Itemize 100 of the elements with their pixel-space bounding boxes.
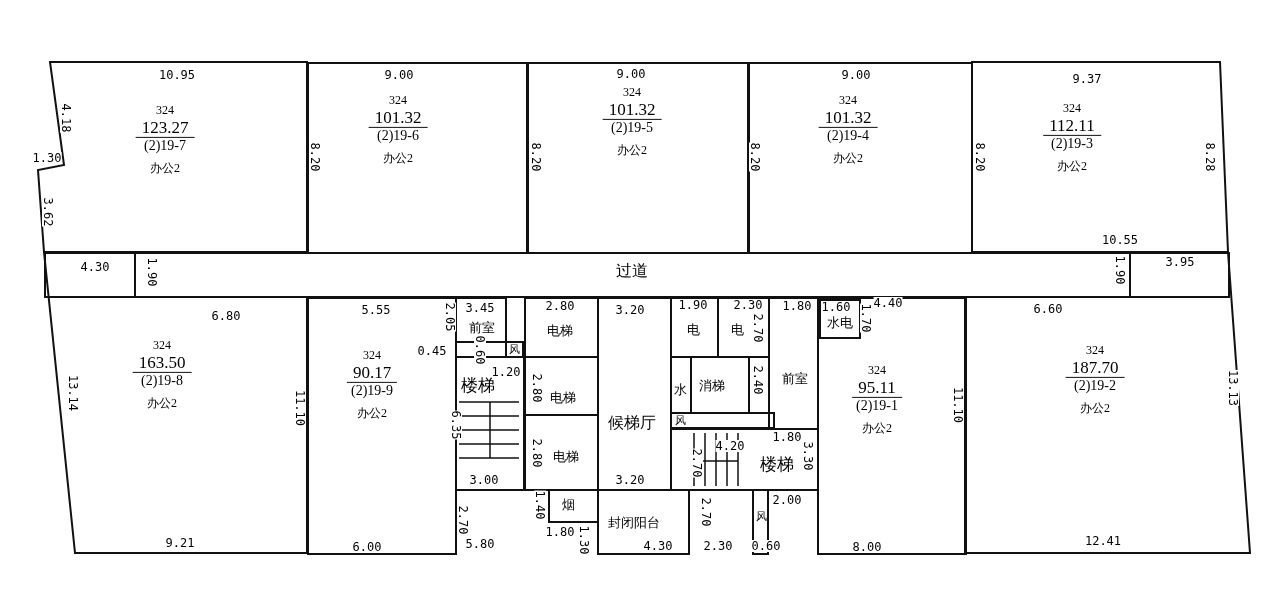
dimension-label: 10.55: [1101, 234, 1139, 246]
dimension-label: 0.60: [474, 335, 486, 365]
room-label: 楼梯: [461, 376, 495, 396]
area-value: 95.11: [852, 377, 902, 399]
usage-label: 办公2: [357, 407, 387, 422]
area-value: 123.27: [135, 117, 195, 139]
room-label: 电: [730, 322, 744, 338]
room-number: 324: [1086, 343, 1104, 358]
dimension-label: 2.70: [700, 497, 712, 527]
dimension-label: 4.30: [80, 261, 110, 273]
area-value: 163.50: [132, 352, 192, 374]
room-number: 324: [623, 85, 641, 100]
dimension-label: 8.20: [974, 142, 986, 172]
dimension-label: 1.80: [782, 300, 812, 312]
area-value: 112.11: [1043, 115, 1101, 137]
dimension-label: 4.40: [873, 297, 903, 309]
dimension-label: 12.41: [1084, 535, 1122, 547]
room-label: 风: [508, 342, 520, 356]
room-label: 水: [673, 382, 687, 398]
room-number: 324: [156, 103, 174, 118]
dimension-label: 9.00: [841, 69, 871, 81]
dimension-label: 4.18: [60, 103, 72, 133]
unit-code: (2)19-3: [1051, 136, 1093, 153]
dimension-label: 11.10: [294, 389, 306, 427]
room-label: 风: [674, 413, 686, 427]
room-label: 电: [686, 322, 700, 338]
dimension-label: 0.60: [751, 540, 781, 552]
dimension-label: 3.95: [1165, 256, 1195, 268]
dimension-label: 6.60: [1033, 303, 1063, 315]
room-label: 楼梯: [760, 455, 794, 475]
dimension-label: 6.35: [450, 410, 462, 440]
usage-label: 办公2: [833, 152, 863, 167]
dimension-label: 1.90: [146, 257, 158, 287]
dimension-label: 1.90: [678, 299, 708, 311]
room-label: 前室: [469, 320, 495, 336]
room-number: 324: [1063, 101, 1081, 116]
room-label: 烟: [561, 497, 575, 513]
dimension-label: 8.28: [1204, 142, 1216, 172]
dimension-label: 3.20: [615, 474, 645, 486]
dimension-label: 9.37: [1072, 73, 1102, 85]
usage-label: 办公2: [1057, 160, 1087, 175]
dimension-label: 1.30: [32, 152, 62, 164]
unit-code: (2)19-9: [351, 383, 393, 400]
area-value: 101.32: [368, 107, 428, 129]
dimension-label: 2.80: [545, 300, 575, 312]
dimension-label: 2.05: [444, 302, 456, 332]
area-value: 101.32: [818, 107, 878, 129]
room-label: 风: [755, 509, 767, 523]
dimension-label: 1.80: [545, 526, 575, 538]
dimension-label: 2.80: [531, 438, 543, 468]
usage-label: 办公2: [617, 144, 647, 159]
dimension-label: 9.21: [165, 537, 195, 549]
room-label: 前室: [782, 371, 808, 387]
room-outline: [505, 341, 524, 358]
dimension-label: 1.40: [534, 490, 546, 520]
dimension-label: 1.30: [578, 525, 590, 555]
dimension-label: 3.20: [615, 304, 645, 316]
room-label: 消梯: [699, 378, 725, 394]
unit-code: (2)19-1: [856, 398, 898, 415]
dimension-label: 5.55: [361, 304, 391, 316]
dimension-label: 1.60: [821, 301, 851, 313]
unit-code: (2)19-6: [377, 128, 419, 145]
dimension-label: 2.80: [531, 373, 543, 403]
room-label: 水电: [827, 315, 853, 331]
dimension-label: 8.20: [530, 142, 542, 172]
usage-label: 办公2: [1080, 402, 1110, 417]
room-label: 电梯: [553, 449, 579, 465]
dimension-label: 2.00: [772, 494, 802, 506]
dimension-label: 6.80: [211, 310, 241, 322]
dimension-label: 3.30: [802, 441, 814, 471]
room-outline: [670, 412, 775, 429]
dimension-label: 2.40: [752, 365, 764, 395]
dimension-label: 3.45: [465, 302, 495, 314]
unit-code: (2)19-7: [144, 138, 186, 155]
dimension-label: 13.13: [1227, 369, 1239, 407]
unit-code: (2)19-5: [611, 120, 653, 137]
dimension-label: 1.90: [1114, 255, 1126, 285]
dimension-label: 9.00: [384, 69, 414, 81]
dimension-label: 2.30: [733, 299, 763, 311]
unit-code: (2)19-4: [827, 128, 869, 145]
room-number: 324: [839, 93, 857, 108]
room-number: 324: [868, 363, 886, 378]
dimension-label: 9.00: [616, 68, 646, 80]
area-value: 187.70: [1065, 357, 1125, 379]
room-label: 过道: [616, 261, 648, 281]
dimension-label: 6.00: [352, 541, 382, 553]
usage-label: 办公2: [147, 397, 177, 412]
area-value: 90.17: [346, 362, 398, 384]
room-number: 324: [389, 93, 407, 108]
dimension-label: 1.20: [491, 366, 521, 378]
dimension-label: 3.62: [42, 197, 54, 227]
dimension-label: 13.14: [67, 374, 79, 412]
dimension-label: 10.95: [158, 69, 196, 81]
room-number: 324: [153, 338, 171, 353]
unit-code: (2)19-2: [1074, 378, 1116, 395]
dimension-label: 4.20: [715, 440, 745, 452]
dimension-label: 8.20: [749, 142, 761, 172]
room-label: 电梯: [550, 390, 576, 406]
room-label: 候梯厅: [608, 413, 656, 433]
dimension-label: 2.70: [457, 505, 469, 535]
